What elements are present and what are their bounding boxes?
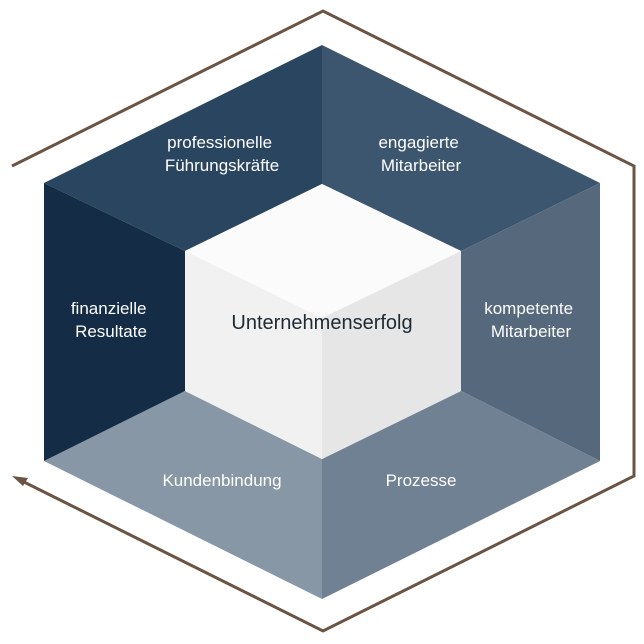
label-finanzielle-resultate: finanzielle Resultate <box>71 299 151 341</box>
label-line: Mitarbeiter <box>491 322 572 341</box>
label-engagierte-mitarbeiter: engagierte Mitarbeiter <box>378 133 463 175</box>
label-line: Resultate <box>75 322 147 341</box>
label-kompetente-mitarbeiter: kompetente Mitarbeiter <box>484 299 578 341</box>
label-fuehrungskraefte: professionelle Führungskräfte <box>165 133 279 175</box>
cube-right-face <box>322 251 461 459</box>
label-line: finanzielle <box>71 299 147 318</box>
label-line: engagierte <box>378 133 458 152</box>
cycle-outline <box>11 9 636 633</box>
cycle-arrow-head-icon <box>12 476 28 486</box>
label-line: Mitarbeiter <box>381 156 462 175</box>
segment-fuehrungskraefte <box>44 45 322 251</box>
label-line: Führungskräfte <box>165 156 279 175</box>
segment-finanzielle-resultate <box>44 183 185 461</box>
label-line: kompetente <box>484 299 573 318</box>
segments-group <box>44 45 600 599</box>
label-line: professionelle <box>167 133 272 152</box>
label-kundenbindung: Kundenbindung <box>162 471 281 490</box>
cycle-outline-path <box>11 9 636 633</box>
cube-top-face <box>185 184 461 318</box>
segment-engagierte-mitarbeiter <box>322 45 600 251</box>
label-prozesse: Prozesse <box>386 471 457 490</box>
segment-kundenbindung <box>44 391 322 599</box>
segment-prozesse <box>322 391 600 599</box>
center-cube <box>185 184 461 459</box>
segment-labels: professionelle Führungskräfte engagierte… <box>71 133 578 490</box>
segment-kompetente-mitarbeiter <box>461 183 600 461</box>
center-label-unternehmenserfolg: Unternehmenserfolg <box>231 312 412 334</box>
cube-left-face <box>185 251 322 459</box>
